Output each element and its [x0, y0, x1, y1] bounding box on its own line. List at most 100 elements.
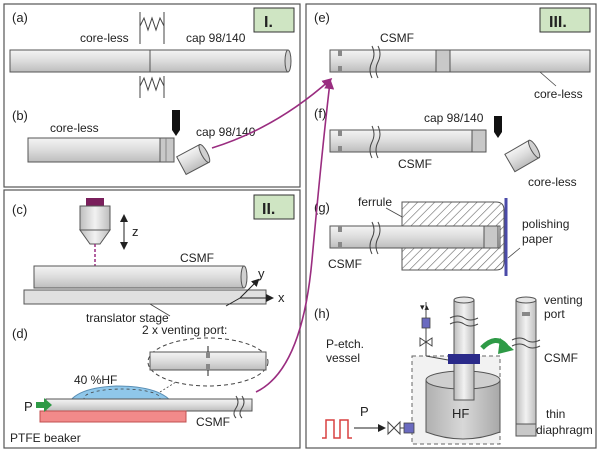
e-cap-section: [435, 49, 451, 73]
panel-II-badge: [253, 194, 295, 220]
d-vent-port-bottom: [206, 364, 210, 370]
c-csmf-label: CSMF: [180, 251, 214, 265]
g-fiber: [329, 225, 501, 249]
label-d: (d): [12, 326, 28, 341]
a-fiber-end: [284, 49, 292, 73]
h-valve-body: [421, 317, 431, 329]
c-laser-head: [86, 198, 104, 206]
b-cap-label: cap 98/140: [196, 125, 256, 139]
d-pressure-arrow: [36, 398, 52, 412]
g-polishing-leader: [507, 247, 521, 259]
h-clamp: [448, 354, 480, 364]
d-zoom-leader: [159, 381, 177, 393]
c-stage-leader: [149, 303, 171, 317]
f-break-mark-2: [375, 125, 381, 159]
label-a: (a): [12, 10, 28, 25]
panel-II-numeral: II.: [262, 201, 275, 218]
h-thin-label: thin: [546, 407, 565, 421]
d-break-mark-2: [239, 395, 245, 419]
g-polishing-label-2: paper: [522, 232, 553, 246]
h-petch-label-1: P-etch.: [326, 337, 364, 351]
h-p-label: P: [360, 404, 369, 419]
d-p-label: P: [24, 399, 33, 414]
c-stage-label: translator stage: [86, 311, 169, 325]
d-fiber: [45, 398, 253, 412]
c-z-arrow-up: [120, 214, 128, 222]
c-x-label: x: [278, 290, 285, 305]
e-break-mark-2: [375, 45, 381, 79]
panel-III-badge: [539, 7, 591, 33]
d-ptfe-beaker: [39, 410, 187, 423]
g-csmf-label: CSMF: [328, 257, 362, 271]
f-cap-section: [471, 129, 487, 153]
f-break-mark-1: [369, 125, 375, 159]
c-y-axis: [239, 278, 260, 299]
h-thin-diaphragm: [515, 423, 537, 437]
h-inlet-valve: [387, 420, 401, 436]
h-valve-top: [419, 337, 433, 347]
g-ferrule-label: ferrule: [358, 195, 392, 209]
h-venting-label-1: venting: [544, 293, 583, 307]
c-fiber: [33, 265, 245, 289]
d-break-mark-1: [233, 395, 239, 419]
a-coreless-label: core-less: [80, 31, 129, 45]
g-vent-port-top: [338, 226, 342, 232]
h-fiber-in-vessel: [453, 299, 475, 401]
arrow-d-to-e: [255, 79, 335, 393]
h-venting-label-2: port: [544, 307, 565, 321]
h-fiber-top: [453, 296, 475, 304]
d-etch-zone: [83, 388, 161, 408]
e-fiber: [329, 49, 591, 73]
h-vent-symbol: ▾▴: [420, 302, 430, 312]
a-fiber: [9, 49, 289, 73]
g-cap-section: [483, 225, 499, 249]
c-axis-tail: [225, 297, 241, 307]
panel-I-badge: [253, 7, 295, 33]
d-beaker-label: PTFE beaker: [10, 431, 81, 445]
h-gas-line-to-clamp: [425, 355, 449, 361]
h-petch-label-2: vessel: [326, 351, 360, 365]
label-f: (f): [314, 106, 326, 121]
e-coreless-label: core-less: [534, 87, 583, 101]
c-z-label: z: [132, 224, 139, 239]
e-break-mark-1: [369, 45, 375, 79]
e-coreless-leader: [539, 71, 557, 87]
h-break-mark-2: [449, 321, 479, 327]
d-vent-port-top: [206, 352, 210, 358]
h-pressure-pulse: [322, 419, 352, 439]
f-csmf-label: CSMF: [398, 157, 432, 171]
label-h: (h): [314, 306, 330, 321]
panel-III-numeral: III.: [549, 14, 567, 31]
h-inlet-connector: [403, 422, 415, 434]
h-finished-break-1: [511, 337, 541, 343]
f-vent-port-top: [338, 130, 342, 136]
d-csmf-label: CSMF: [196, 415, 230, 429]
h-hf-label: HF: [452, 406, 469, 421]
b-coreless-label: core-less: [50, 121, 99, 135]
h-green-arrow-head: [498, 338, 514, 354]
c-translator-stage: [23, 289, 267, 305]
h-csmf-label: CSMF: [544, 351, 578, 365]
g-ferrule-leader: [385, 207, 405, 219]
d-vent-label: 2 x venting port:: [142, 323, 227, 337]
c-z-arrow-down: [120, 242, 128, 250]
b-fiber: [27, 137, 175, 163]
arrow-b-to-e: [211, 78, 333, 149]
a-electrode-top: [139, 16, 165, 32]
h-hf-container: [425, 380, 501, 440]
label-e: (e): [314, 10, 330, 25]
label-b: (b): [12, 108, 28, 123]
h-break-mark-1: [449, 315, 479, 321]
b-cap-piece: [176, 143, 211, 176]
a-electrode-bottom: [139, 76, 165, 92]
e-vent-port-top: [338, 50, 342, 56]
b-cleaver-blade: [172, 110, 180, 136]
f-coreless-label: core-less: [528, 175, 577, 189]
b-cap-stub: [159, 137, 175, 163]
g-break-mark-2: [375, 221, 381, 255]
h-venting-port: [522, 312, 530, 316]
panel-III-frame: [305, 3, 597, 449]
c-y-label: y: [258, 266, 265, 281]
